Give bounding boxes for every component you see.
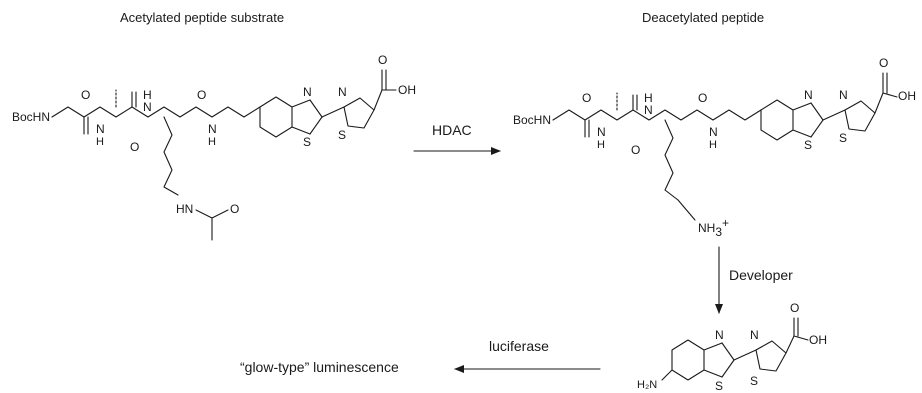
- acetylated-peptide-structure: BocHN O O O N H H N N H HN O N S N: [12, 53, 416, 241]
- amide-h-label: H: [597, 139, 605, 151]
- amide-h-label: H: [644, 91, 653, 105]
- thiazole-n-label: N: [804, 88, 813, 102]
- luminescence-label: “glow-type” luminescence: [240, 359, 399, 375]
- luciferase-label: luciferase: [489, 338, 549, 354]
- thiazole-s-label: S: [303, 135, 311, 149]
- thiazole-n-label: N: [715, 328, 724, 342]
- acetamide-n-label: HN: [176, 202, 193, 216]
- amide-n-label: N: [597, 125, 606, 139]
- thiazoline-s-label: S: [839, 131, 847, 145]
- thiazole-s-label: S: [715, 379, 723, 393]
- hdac-label: HDAC: [432, 122, 472, 138]
- aminoluciferin-structure: H₂N N S N S O OH: [637, 301, 827, 393]
- amide-h-label: H: [709, 139, 717, 151]
- carboxyl-o-label: O: [790, 301, 799, 315]
- thiazoline-n-label: N: [338, 85, 347, 99]
- boc-amine-label: BocHN: [12, 110, 50, 124]
- thiazole-s-label: S: [804, 138, 812, 152]
- thiazoline-n-label: N: [750, 328, 759, 342]
- carboxyl-o-label: O: [879, 56, 888, 70]
- developer-label: Developer: [729, 267, 793, 283]
- amide-h-label: H: [143, 88, 152, 102]
- boc-amine-label: BocHN: [513, 113, 551, 127]
- carboxyl-oh-label: OH: [898, 89, 916, 103]
- carboxyl-oh-label: OH: [398, 83, 416, 97]
- amide-n-label: N: [143, 100, 152, 114]
- deacetylated-peptide-structure: BocHN O O O N H H N N H NH3+ N S N S O O…: [513, 56, 916, 239]
- substrate-title: Acetylated peptide substrate: [120, 10, 285, 25]
- amide-n-label: N: [709, 125, 718, 139]
- amide-n-label: N: [644, 103, 653, 117]
- acetyl-o-label: O: [230, 202, 239, 216]
- product-title: Deacetylated peptide: [642, 10, 765, 25]
- thiazole-n-label: N: [303, 85, 312, 99]
- carbonyl-o-label: O: [130, 140, 139, 154]
- carbonyl-o-label: O: [582, 91, 591, 105]
- carboxyl-oh-label: OH: [809, 333, 827, 347]
- thiazoline-s-label: S: [338, 128, 346, 142]
- carbonyl-o-label: O: [698, 91, 707, 105]
- carbonyl-o-label: O: [631, 143, 640, 157]
- amide-n-label: N: [208, 122, 217, 136]
- ammonium-label: NH3+: [698, 216, 729, 239]
- carbonyl-o-label: O: [197, 88, 206, 102]
- amide-h-label: H: [96, 136, 104, 148]
- thiazoline-s-label: S: [750, 374, 758, 388]
- amide-n-label: N: [96, 122, 105, 136]
- carbonyl-o-label: O: [81, 88, 90, 102]
- thiazoline-n-label: N: [839, 88, 848, 102]
- carboxyl-o-label: O: [378, 53, 387, 67]
- amine-label: H₂N: [637, 379, 657, 391]
- amide-h-label: H: [208, 136, 216, 148]
